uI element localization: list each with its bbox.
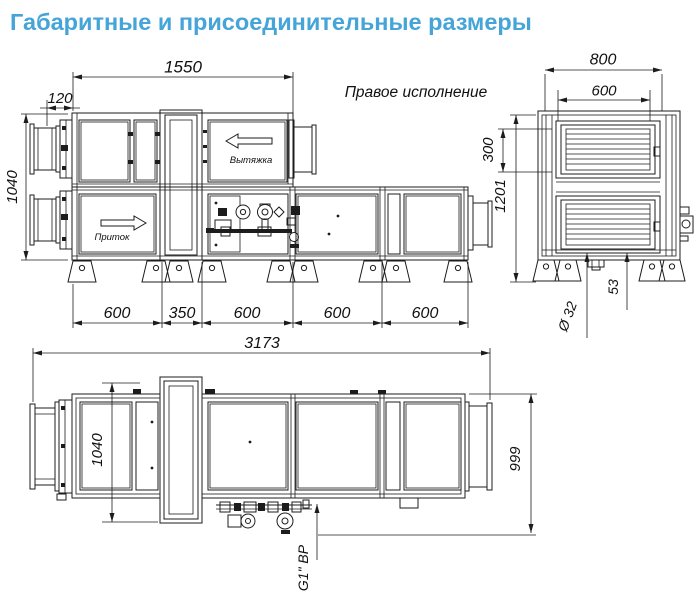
front-fan-section — [295, 193, 462, 255]
dim-side-53: 53 — [605, 279, 621, 295]
dim-front-120: 120 — [47, 90, 73, 107]
front-left-duct-connections — [29, 119, 73, 250]
dim-front-seg3: 600 — [234, 305, 261, 322]
side-upper-grille — [555, 120, 661, 179]
plan-dimensions: 3173 1040 999 G1" ВР — [32, 335, 537, 591]
front-supply-panel: Приток — [78, 193, 157, 255]
front-view: Вытяжка Приток — [4, 58, 493, 328]
side-dimensions: 800 600 300 1201 53 Ø 32 — [480, 52, 663, 338]
plan-left-duct-connection — [29, 399, 73, 501]
dim-plan-pipe-thread: G1" ВР — [295, 544, 311, 591]
plan-right-duct-connection — [464, 401, 493, 492]
front-right-duct-connections — [288, 119, 493, 251]
side-feet — [532, 259, 686, 282]
side-frame — [537, 110, 681, 261]
front-heat-exchanger-section — [159, 109, 203, 261]
dim-side-drain-diameter: Ø 32 — [554, 299, 580, 334]
dim-side-1201: 1201 — [492, 179, 509, 212]
plan-heat-exchanger-section — [159, 376, 203, 524]
dim-plan-3173: 3173 — [244, 335, 280, 352]
side-divider — [556, 177, 660, 193]
side-view: 800 600 300 1201 53 Ø 32 — [480, 52, 694, 338]
front-body — [71, 112, 469, 261]
plan-panels — [79, 401, 462, 491]
dim-front-seg4: 600 — [324, 305, 351, 322]
dim-front-seg5: 600 — [412, 305, 439, 322]
dim-plan-1040: 1040 — [89, 433, 106, 467]
side-drain-fitting — [587, 259, 605, 271]
dim-side-800: 800 — [590, 52, 617, 69]
front-feet — [67, 260, 473, 283]
exhaust-label: Вытяжка — [230, 155, 273, 166]
side-actuator — [679, 206, 694, 242]
side-lower-grille — [555, 195, 661, 254]
dim-side-600: 600 — [591, 83, 617, 100]
front-dimensions: 1550 120 1040 600 350 600 — [4, 58, 469, 328]
dim-front-1550: 1550 — [164, 58, 202, 77]
variant-label: Правое исполнение — [345, 84, 488, 101]
plan-view: 3173 1040 999 G1" ВР — [29, 335, 537, 591]
dim-plan-999: 999 — [507, 446, 524, 472]
front-mixing-unit — [206, 193, 300, 255]
dim-front-seg2: 350 — [169, 305, 196, 322]
exhaust-arrow-icon — [225, 133, 273, 149]
front-filter-panel — [78, 119, 207, 183]
dim-front-1040: 1040 — [4, 170, 21, 204]
page-title: Габаритные и присоединительные размеры — [10, 9, 532, 35]
dim-side-300: 300 — [480, 137, 497, 163]
supply-label: Приток — [94, 232, 130, 243]
plan-piping — [216, 499, 312, 534]
supply-arrow-icon — [100, 215, 147, 231]
front-exhaust-panel: Вытяжка — [207, 119, 288, 183]
dim-front-seg1: 600 — [104, 305, 131, 322]
